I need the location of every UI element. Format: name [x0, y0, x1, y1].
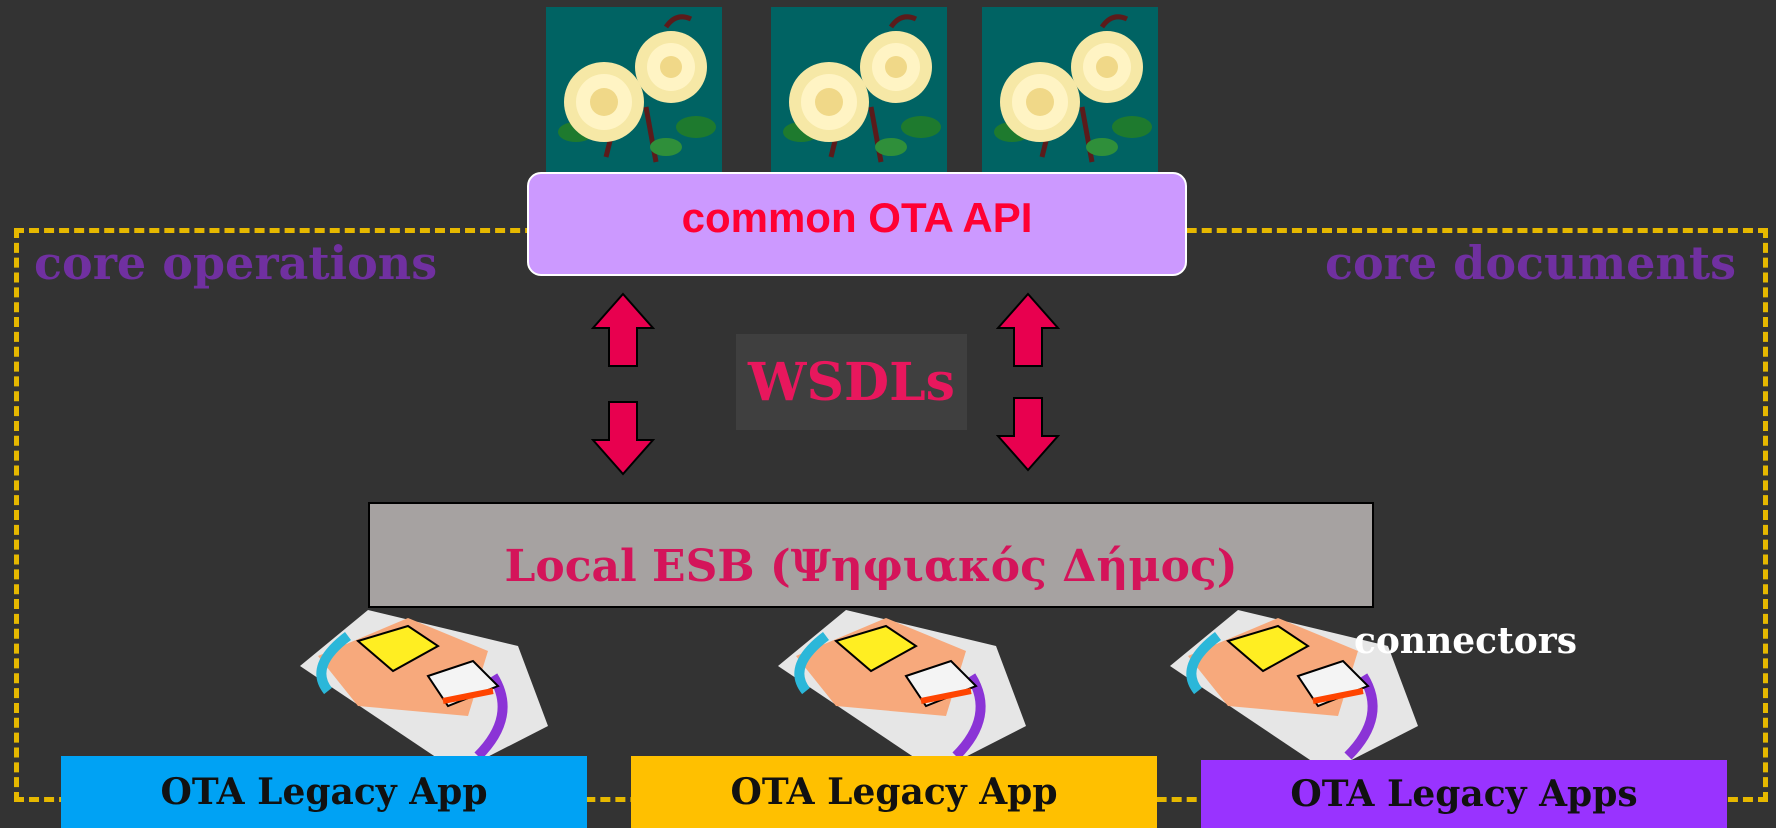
roses-icon — [546, 7, 722, 173]
core-documents-label: core documents — [1324, 236, 1736, 290]
arrow-down-icon — [996, 397, 1060, 472]
local-esb-box: Local ESB (Ψηφιακός Δήμος) — [368, 502, 1374, 608]
legacy-apps-box-3: OTA Legacy Apps — [1201, 760, 1727, 828]
arrow-up-icon — [591, 292, 655, 367]
network-connector-icon — [300, 610, 548, 772]
common-ota-api-box: common OTA API — [527, 172, 1187, 276]
core-operations-label: core operations — [34, 236, 438, 290]
wsdls-box: WSDLs — [736, 334, 967, 430]
connectors-label: connectors — [1354, 620, 1577, 662]
local-esb-label: Local ESB (Ψηφιακός Δήμος) — [504, 541, 1238, 592]
wsdls-label: WSDLs — [748, 351, 955, 413]
arrow-down-icon — [591, 401, 655, 476]
roses-icon — [982, 7, 1158, 173]
roses-icon — [771, 7, 947, 173]
legacy-app-box-2: OTA Legacy App — [631, 756, 1157, 828]
legacy-app-box-1: OTA Legacy App — [61, 756, 587, 828]
common-ota-api-label: common OTA API — [681, 194, 1033, 241]
network-connector-icon — [1170, 610, 1418, 772]
network-connector-icon — [778, 610, 1026, 772]
arrow-up-icon — [996, 292, 1060, 367]
